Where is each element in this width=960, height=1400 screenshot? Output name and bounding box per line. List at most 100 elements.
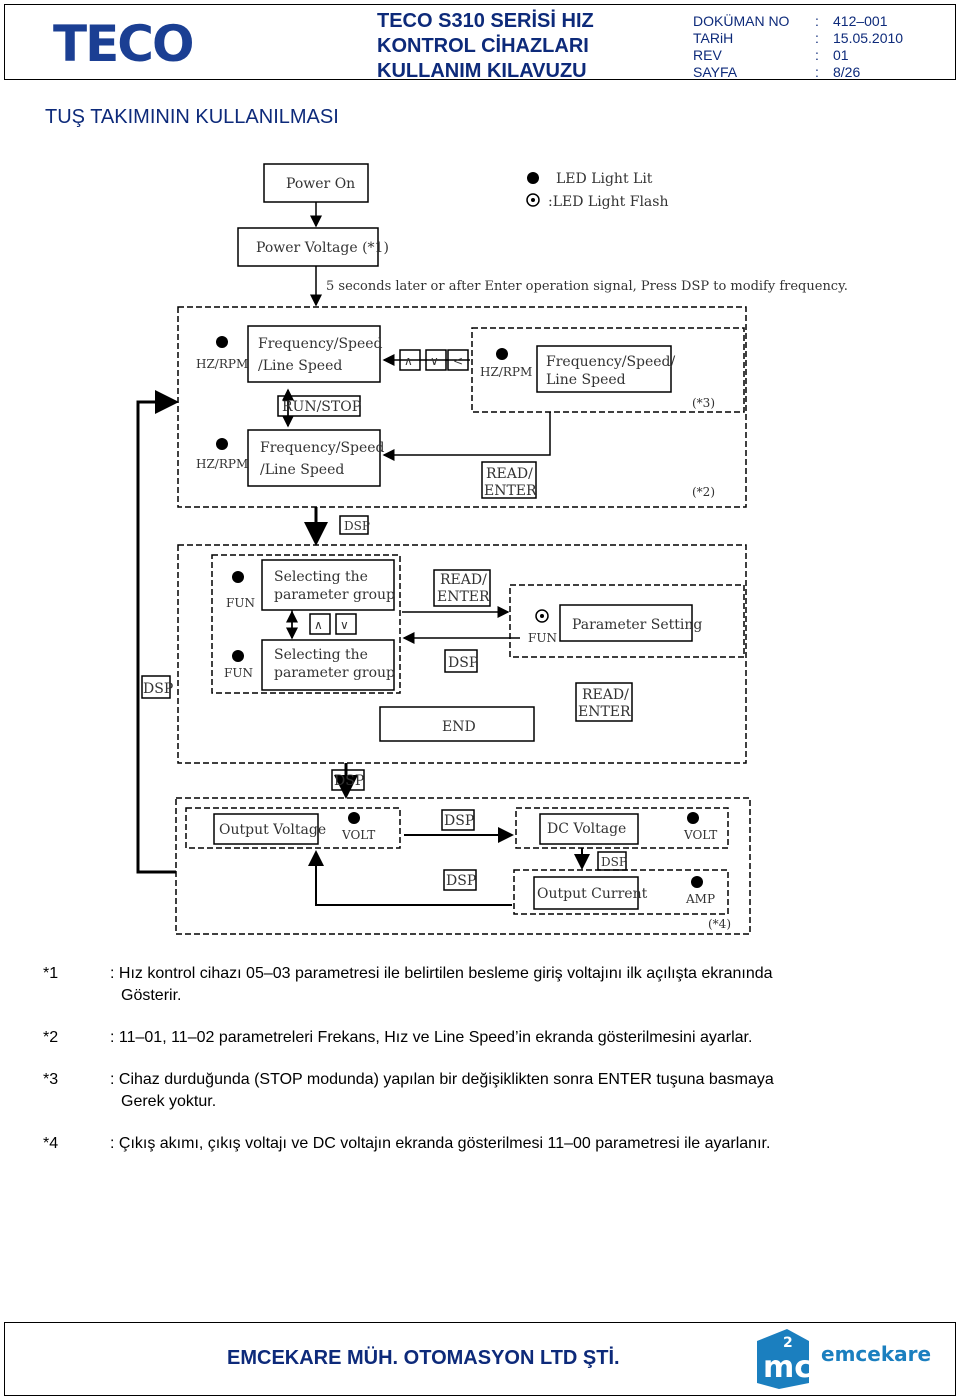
left-key-label: < <box>453 354 463 368</box>
footnote-text: : Cihaz durduğunda (STOP modunda) yapıla… <box>110 1071 774 1088</box>
meta-key: SAYFA <box>693 64 738 80</box>
select-label: Selecting the <box>274 647 368 663</box>
freq-label: Frequency/Speed <box>260 440 385 456</box>
company-name: EMCEKARE MÜH. OTOMASYON LTD ŞTİ. <box>227 1347 620 1369</box>
fun-label: FUN <box>528 631 557 645</box>
page-footer: EMCEKARE MÜH. OTOMASYON LTD ŞTİ. mc 2 em… <box>4 1322 956 1396</box>
meta-sep: : <box>815 30 819 46</box>
footnote-text: Gerek yoktur. <box>121 1093 217 1110</box>
up-key-label: ∧ <box>314 618 323 632</box>
fun-label: FUN <box>224 666 253 680</box>
meta-value: 412–001 <box>833 13 888 29</box>
dc-voltage-label: DC Voltage <box>547 821 626 837</box>
dsp-label: DSP <box>601 855 627 869</box>
footnote-item: *2 : 11–01, 11–02 parametreleri Frekans,… <box>43 1027 923 1049</box>
parameter-setting-outline <box>509 584 745 658</box>
output-voltage-box <box>213 813 319 845</box>
read-enter-key-2 <box>433 569 491 607</box>
footnote-item: *3 : Cihaz durduğunda (STOP modunda) yap… <box>43 1069 923 1113</box>
parameter-setting-box <box>559 604 693 642</box>
monitor-group-outline <box>175 797 751 935</box>
enter-label: ENTER <box>484 483 537 499</box>
note-2-label: (*2) <box>692 485 715 499</box>
hz-rpm-label: HZ/RPM <box>196 357 248 371</box>
meta-value: 01 <box>833 47 849 63</box>
read-label: READ/ <box>486 466 533 482</box>
freq-label: Line Speed <box>546 372 626 388</box>
volt-label: VOLT <box>683 828 717 842</box>
footnote-mark: *4 <box>43 1135 59 1152</box>
footnote-text: : 11–01, 11–02 parametreleri Frekans, Hı… <box>110 1029 753 1046</box>
led-lit-icon <box>691 876 703 888</box>
document-meta: DOKÜMAN NO:412–001 TARiH:15.05.2010 REV:… <box>693 13 903 81</box>
meta-sep: : <box>815 13 819 29</box>
enter-label: ENTER <box>437 589 490 605</box>
footnote-mark: *2 <box>43 1029 59 1046</box>
meta-row: SAYFA:8/26 <box>693 64 903 81</box>
dsp-key-5 <box>443 869 477 891</box>
hz-rpm-label: HZ/RPM <box>480 365 532 379</box>
meta-value: 8/26 <box>833 64 861 80</box>
dsp-key-4 <box>441 809 475 831</box>
end-label: END <box>442 719 476 735</box>
read-enter-key-1 <box>481 461 537 499</box>
dsp-label: DSP <box>344 519 370 533</box>
legend-flash-label: :LED Light Flash <box>548 194 668 210</box>
meta-value: 15.05.2010 <box>833 30 904 46</box>
meta-sep: : <box>815 47 819 63</box>
footnote-item: *4 : Çıkış akımı, çıkış voltajı ve DC vo… <box>43 1133 923 1155</box>
led-lit-icon <box>496 348 508 360</box>
run-stop-key <box>277 395 361 417</box>
select-label: Selecting the <box>274 569 368 585</box>
footnote-text: Gösterir. <box>121 987 182 1004</box>
dsp-label: DSP <box>446 873 476 889</box>
fun-label: FUN <box>226 596 255 610</box>
select-group-box-2 <box>261 639 395 691</box>
up-key-2 <box>309 613 331 635</box>
title-line: TECO S310 SERİSİ HIZ <box>377 10 594 32</box>
hz-rpm-label: HZ/RPM <box>196 457 248 471</box>
select-label: parameter group <box>274 665 395 681</box>
logo-sup: 2 <box>783 1335 793 1351</box>
volt-label: VOLT <box>341 828 375 842</box>
power-voltage-label: Power Voltage (*1) <box>256 240 389 256</box>
dsp-label: DSP <box>444 813 474 829</box>
title-line: KULLANIM KILAVUZU <box>377 60 587 82</box>
freq-label: /Line Speed <box>260 462 344 478</box>
meta-key: TARiH <box>693 30 734 46</box>
dsp-key-side <box>141 675 171 699</box>
led-flash-icon <box>535 609 549 623</box>
down-key-label: ∨ <box>340 618 349 632</box>
amp-label: AMP <box>685 892 715 906</box>
meta-sep: : <box>815 64 819 80</box>
output-current-outline <box>513 869 729 915</box>
logo-mark: mc <box>763 1350 812 1385</box>
footnote-mark: *3 <box>43 1071 59 1088</box>
led-lit-icon <box>348 812 360 824</box>
title-line: KONTROL CİHAZLARI <box>377 35 589 57</box>
freq-label: Frequency/Speed <box>258 336 383 352</box>
end-box <box>379 706 535 742</box>
meta-row: TARiH:15.05.2010 <box>693 30 903 47</box>
power-voltage-box <box>237 227 379 267</box>
select-group-box-1 <box>261 559 395 611</box>
footnote-text: : Çıkış akımı, çıkış voltajı ve DC volta… <box>110 1135 771 1152</box>
led-lit-legend-icon <box>527 172 539 184</box>
frequency-box-1 <box>247 325 381 383</box>
note-4-label: (*4) <box>708 917 731 931</box>
output-current-label: Output Current <box>537 886 648 902</box>
led-lit-icon <box>232 650 244 662</box>
dsp-label: DSP <box>334 773 364 789</box>
parameter-group-outline <box>177 544 747 764</box>
footnote-item: *1 : Hız kontrol cihazı 05–03 parametres… <box>43 963 923 1007</box>
power-on-label: Power On <box>286 176 355 192</box>
parameter-setting-label: Parameter Setting <box>572 617 702 633</box>
enter-label: ENTER <box>578 704 631 720</box>
freq-label: Frequency/Speed/ <box>546 354 676 370</box>
led-flash-legend-icon <box>526 193 540 207</box>
keypad-flow-diagram: Power On Power Voltage (*1) LED Light Li… <box>136 163 848 935</box>
footnote-text: : Hız kontrol cihazı 05–03 parametresi i… <box>110 965 773 982</box>
meta-key: DOKÜMAN NO <box>693 13 790 29</box>
dsp-label: DSP <box>448 655 478 671</box>
page-header: TECO TECO S310 SERİSİ HIZ KONTROL CİHAZL… <box>4 4 956 82</box>
